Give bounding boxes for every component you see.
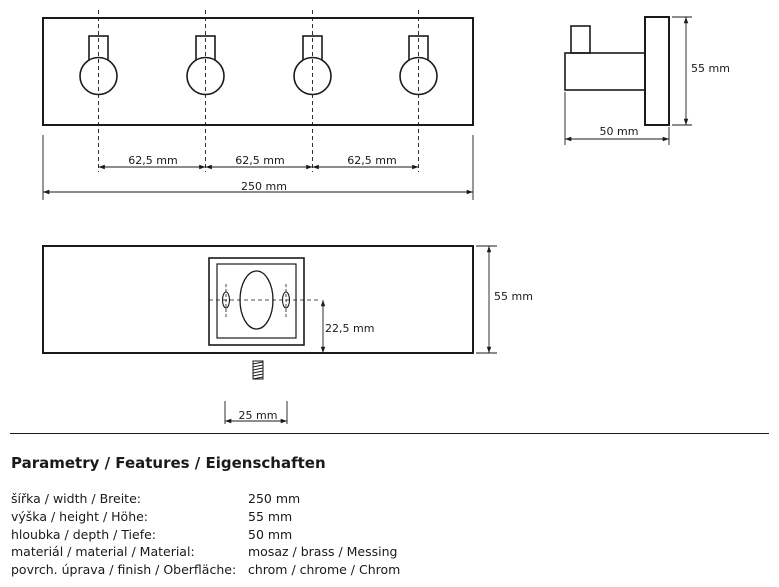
back-view [42,245,497,424]
feature-label-material: materiál / material / Material: [11,544,195,560]
feature-label-finish: povrch. úprava / finish / Oberfläche: [11,562,237,578]
feature-label-depth: hloubka / depth / Tiefe: [11,526,156,542]
side-view-plate [644,16,670,126]
side-view [564,16,692,145]
feature-row-width: šířka / width / Breite: 250 mm [11,490,431,508]
dimension-label-side-height: 55 mm [691,62,730,75]
front-view-plate [42,17,474,126]
dimension-label-back-height: 55 mm [494,290,533,303]
dimension-label-mount-offset: 22,5 mm [325,322,374,335]
features-table: šířka / width / Breite: 250 mm výška / h… [11,490,431,579]
side-view-hook-arm [564,52,646,91]
feature-row-depth: hloubka / depth / Tiefe: 50 mm [11,526,431,544]
hook-4 [399,35,438,96]
feature-row-height: výška / height / Höhe: 55 mm [11,508,431,526]
back-view-plate [42,245,474,354]
mounting-plate-outer [208,257,305,346]
features-title: Parametry / Features / Eigenschaften [11,454,326,472]
feature-row-finish: povrch. úprava / finish / Oberfläche: ch… [11,561,431,579]
hook-3 [293,35,332,96]
dimension-label-spacing-3: 62,5 mm [347,154,396,167]
dimension-label-screw-length: 25 mm [239,409,278,422]
mounting-plate-inner [216,263,297,339]
screw [252,360,264,380]
feature-value-width: 250 mm [248,491,301,506]
feature-row-material: materiál / material / Material: mosaz / … [11,543,431,561]
dimension-label-spacing-2: 62,5 mm [235,154,284,167]
feature-value-material: mosaz / brass / Messing [248,544,398,560]
feature-value-height: 55 mm [248,508,293,524]
hook-centerlines [98,10,419,172]
hook-2 [186,35,225,96]
feature-value-depth: 50 mm [248,526,293,542]
side-view-hook-tip [570,25,591,54]
section-divider [10,433,769,434]
feature-value-finish: chrom / chrome / Chrom [248,562,401,578]
feature-label-width: šířka / width / Breite: [11,491,141,506]
technical-drawing: 62,5 mm 62,5 mm 62,5 mm 250 mm 55 mm 50 … [42,10,730,424]
feature-label-height: výška / height / Höhe: [11,508,149,524]
dimension-label-side-depth: 50 mm [600,125,639,138]
front-view [42,10,474,200]
dimension-label-overall-width: 250 mm [241,180,287,193]
dimension-label-spacing-1: 62,5 mm [128,154,177,167]
hook-1 [79,35,118,96]
